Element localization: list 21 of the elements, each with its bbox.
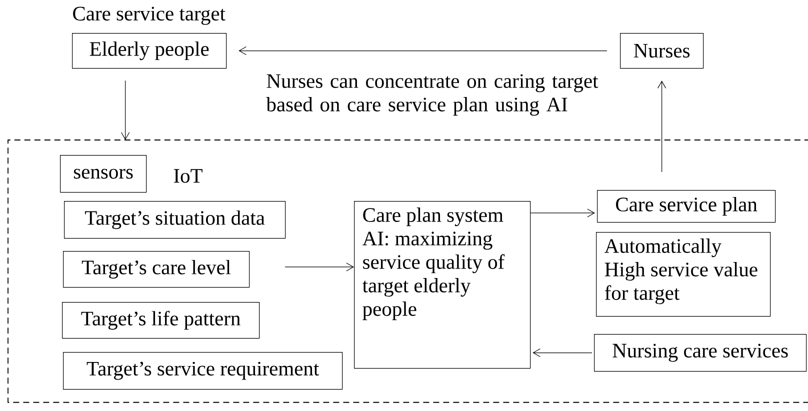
label-box: Nurses [620, 33, 704, 69]
node-label: Care service target [73, 6, 226, 25]
label-box: Target’s care level [63, 250, 250, 288]
label-box: Target’s life pattern [62, 302, 260, 339]
label-box: Elderly people [72, 33, 227, 69]
label-box: Target’s situation data [64, 200, 286, 239]
arrow [530, 208, 595, 218]
label-box: Care service plan [597, 190, 776, 223]
dashed-region [8, 140, 808, 403]
arrow [532, 348, 592, 358]
arrow [658, 80, 666, 172]
text-box: Automatically High service value for target [596, 232, 771, 317]
label-box: Nursing care services [594, 334, 807, 372]
text-box: Care plan system AI: maximizing service quality of target elderly people [354, 200, 531, 369]
edge-label: Nurses can concentrate on caring target based on care service plan using AI [266, 74, 598, 116]
label-box: sensors [60, 154, 147, 193]
arrow [121, 80, 130, 140]
arrow [284, 262, 354, 272]
arrow [238, 46, 608, 56]
iot-label: IoT [174, 169, 202, 183]
label-box: Target’s service requirement [63, 352, 343, 390]
